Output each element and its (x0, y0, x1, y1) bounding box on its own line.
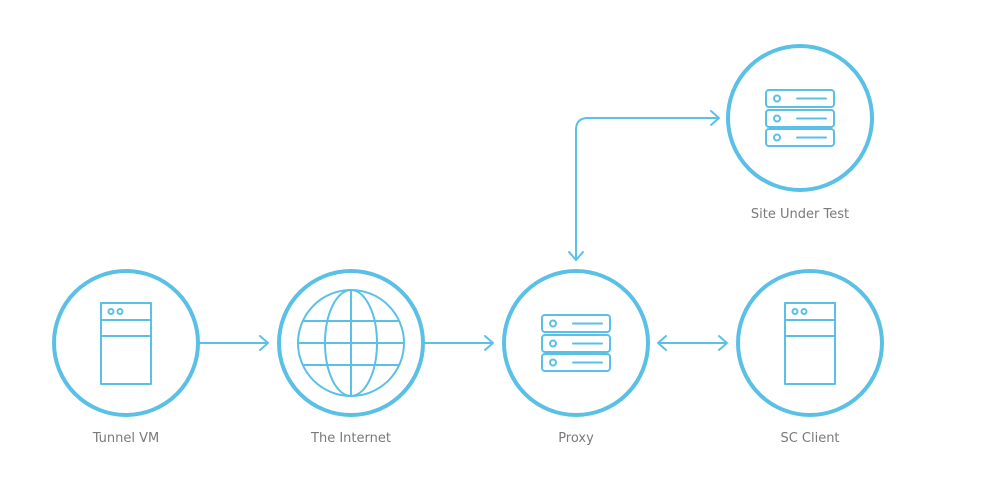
node-the-internet (277, 269, 425, 417)
label-tunnel-vm: Tunnel VM (92, 431, 160, 446)
rack-server-icon (765, 89, 835, 147)
rack-server-icon (541, 314, 611, 372)
label-site-under-test: Site Under Test (751, 207, 849, 222)
label-sc-client: SC Client (780, 431, 839, 446)
node-site-under-test (726, 44, 874, 192)
node-tunnel-vm (52, 269, 200, 417)
node-proxy (502, 269, 650, 417)
node-sc-client (736, 269, 884, 417)
globe-icon (297, 289, 405, 397)
connector-proxy-site-under-test (568, 110, 720, 261)
label-the-internet: The Internet (310, 431, 391, 446)
connector-tunnel-to-internet (199, 335, 269, 351)
tower-server-icon (100, 302, 152, 385)
label-proxy: Proxy (558, 431, 594, 446)
connector-internet-to-proxy (423, 335, 494, 351)
tower-server-icon (784, 302, 836, 385)
connector-proxy-sc-client (657, 335, 728, 351)
